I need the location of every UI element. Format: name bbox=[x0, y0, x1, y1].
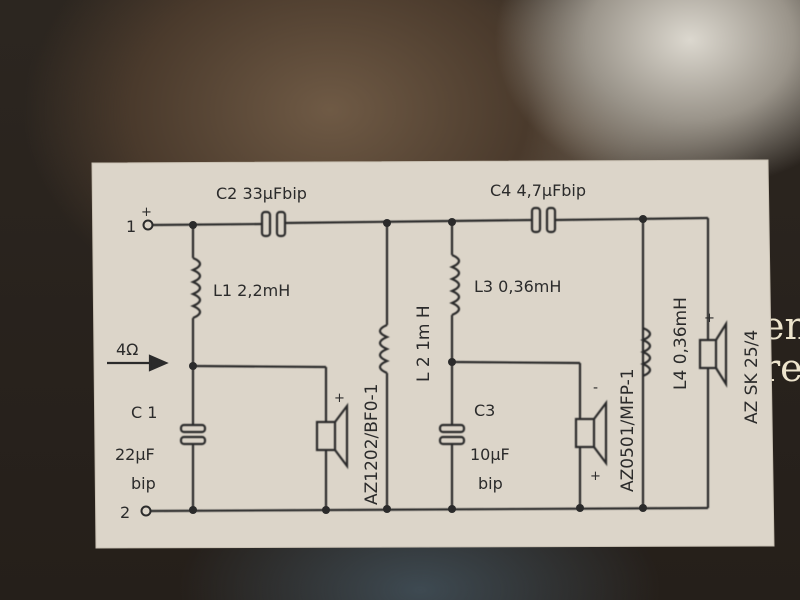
l3-label: L3 0,36mH bbox=[474, 277, 561, 296]
junction-dot bbox=[448, 505, 456, 513]
c2-label: C2 33µFbip bbox=[216, 184, 307, 203]
woofer-plus: + bbox=[334, 391, 345, 406]
capacitor-c4 bbox=[530, 206, 557, 234]
junction-dot bbox=[383, 505, 391, 513]
mid-minus: - bbox=[593, 380, 598, 396]
junction-dot bbox=[322, 506, 330, 514]
l2-label: L 2 1m H bbox=[414, 305, 434, 382]
tweeter-plus: + bbox=[704, 311, 715, 326]
terminal-1-node bbox=[142, 219, 154, 231]
c4-label: C4 4,7µFbip bbox=[490, 181, 586, 200]
mid-plus: + bbox=[590, 469, 601, 484]
inductor-l4 bbox=[640, 326, 652, 378]
tweeter-speaker-icon bbox=[698, 320, 728, 388]
c1-value: 22µF bbox=[115, 445, 155, 464]
junction-dot bbox=[448, 358, 456, 366]
inductor-l1 bbox=[190, 256, 202, 320]
junction-dot bbox=[189, 506, 197, 514]
top-wire bbox=[151, 222, 264, 227]
midrange-speaker-icon bbox=[574, 399, 608, 467]
junction-dot bbox=[448, 218, 456, 226]
junction-dot bbox=[639, 215, 647, 223]
input-arrow-icon bbox=[107, 354, 169, 372]
bottom-wire bbox=[149, 506, 709, 513]
mid-wire bbox=[451, 360, 581, 365]
c3-value: 10µF bbox=[470, 445, 510, 464]
top-wire bbox=[553, 216, 709, 222]
c1-name: C 1 bbox=[131, 403, 157, 422]
woofer-speaker-icon bbox=[315, 402, 349, 470]
terminal-2-node bbox=[140, 505, 152, 517]
impedance-label: 4Ω bbox=[116, 340, 138, 359]
inductor-l3 bbox=[449, 253, 461, 317]
c3-type: bip bbox=[478, 474, 503, 493]
junction-dot bbox=[189, 221, 197, 229]
tweeter-model-label: AZ SK 25/4 bbox=[742, 330, 762, 424]
c1-type: bip bbox=[131, 474, 156, 493]
top-wire bbox=[283, 218, 534, 225]
capacitor-c2 bbox=[260, 210, 287, 238]
l1-label: L1 2,2mH bbox=[213, 281, 290, 300]
junction-dot bbox=[639, 504, 647, 512]
inductor-l2 bbox=[378, 323, 390, 375]
mid-model-label: AZ0501/MFP-1 bbox=[618, 368, 638, 492]
terminal-1-label: 1 bbox=[126, 217, 136, 236]
terminal-1-plus: + bbox=[141, 205, 152, 220]
junction-dot bbox=[576, 504, 584, 512]
woofer-model-label: AZ1202/BF0-1 bbox=[362, 384, 382, 505]
c3-name: C3 bbox=[474, 401, 495, 420]
woofer-wire bbox=[192, 364, 327, 369]
terminal-2-label: 2 bbox=[120, 503, 130, 522]
junction-dot bbox=[383, 219, 391, 227]
l4-label: L4 0,36mH bbox=[671, 297, 691, 390]
junction-dot bbox=[189, 362, 197, 370]
card-background bbox=[91, 159, 775, 549]
